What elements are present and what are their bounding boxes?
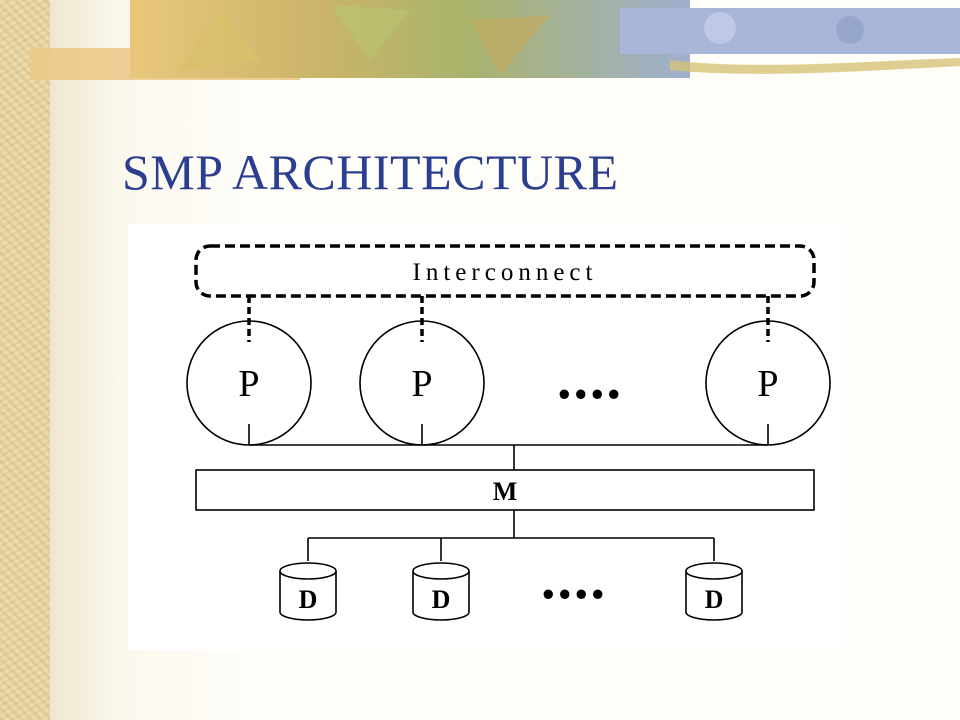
slide-title: SMP ARCHITECTURE — [122, 144, 619, 200]
processor-label: P — [757, 363, 778, 405]
disk-bus — [307, 510, 715, 561]
disk-2: D — [412, 562, 470, 621]
disk-label: D — [705, 585, 724, 614]
disk-3: D — [685, 562, 743, 621]
processor-label: P — [238, 363, 259, 405]
disk-label: D — [299, 585, 318, 614]
memory-label: M — [493, 477, 518, 506]
processor-label: P — [411, 363, 432, 405]
disk-ellipsis: .... — [541, 546, 607, 611]
smp-diagram: Interconnect P P P .... — [128, 224, 846, 650]
parchment-left-strip — [0, 0, 50, 720]
interconnect-label: Interconnect — [413, 259, 598, 286]
memory-box: M — [195, 469, 815, 511]
processor-bus — [248, 424, 769, 470]
disk-1: D — [279, 562, 337, 621]
processor-ellipsis: .... — [557, 346, 623, 411]
disk-label: D — [432, 585, 451, 614]
decorative-banner — [30, 0, 960, 80]
smp-diagram-svg: Interconnect P P P .... — [186, 244, 831, 621]
interconnect-box — [194, 244, 816, 298]
